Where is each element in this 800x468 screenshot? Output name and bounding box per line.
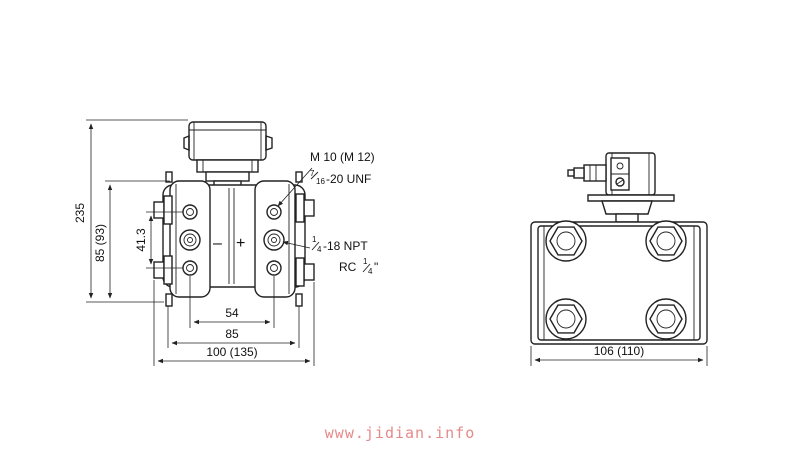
callout-rc-numerator: 1 [363, 257, 368, 266]
callout-npt-thread: -18 NPT [323, 239, 368, 253]
dimension-106-110: 106 (110) [530, 344, 708, 366]
minus-symbol: – [213, 235, 222, 252]
dim-106-label: 106 (110) [594, 344, 644, 358]
callout-npt-denominator: 4 [317, 245, 322, 254]
dim-100-label: 100 (135) [206, 345, 257, 359]
callout-rc-suffix: " [374, 260, 378, 274]
plus-symbol: + [236, 235, 245, 252]
dimension-100-135: 100 (135) [153, 280, 315, 366]
callout-thread: M 10 (M 12) 7 16 -20 UNF [277, 150, 375, 207]
callout-metric-thread: M 10 (M 12) [310, 150, 375, 164]
dim-54-label: 54 [225, 306, 239, 320]
port-holes [179, 204, 285, 276]
left-bolts [153, 171, 173, 307]
callout-unf-denominator: 16 [316, 177, 325, 186]
dim-85-width-label: 85 [225, 327, 239, 341]
callout-unf-thread: -20 UNF [326, 172, 371, 186]
dimension-85: 85 [167, 306, 300, 348]
right-bolts [295, 171, 315, 307]
front-view: – + 235 85 (93) 41.3 54 [73, 119, 378, 366]
side-view: 106 (110) [530, 152, 708, 366]
callout-rc-denominator: 4 [368, 267, 373, 276]
callout-unf-numerator: 7 [310, 169, 315, 178]
callout-rc-prefix: RC [339, 260, 357, 274]
dimension-235: 235 [73, 119, 188, 303]
dimension-85-93: 85 (93) [93, 180, 170, 299]
side-bolts [545, 220, 687, 340]
dimension-54: 54 [189, 276, 275, 328]
dimension-41-3: 41.3 [134, 211, 183, 269]
dim-41-label: 41.3 [134, 228, 148, 252]
side-housing [567, 152, 675, 223]
callout-npt: 1 4 -18 NPT RC 1 4 " [282, 235, 378, 276]
watermark-text: www.jidian.info [324, 424, 476, 442]
dim-235-label: 235 [73, 203, 87, 223]
dim-85-label: 85 (93) [93, 224, 107, 262]
callout-npt-numerator: 1 [312, 235, 317, 244]
